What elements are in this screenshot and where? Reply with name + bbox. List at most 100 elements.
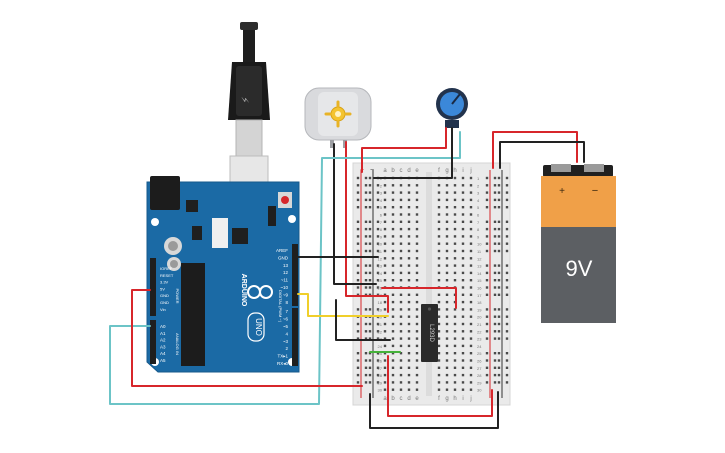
breadboard-hole[interactable] — [453, 279, 457, 282]
rail-hole[interactable] — [368, 373, 372, 377]
breadboard-hole[interactable] — [399, 220, 403, 223]
breadboard-hole[interactable] — [391, 388, 395, 391]
breadboard-hole[interactable] — [391, 337, 395, 340]
breadboard-hole[interactable] — [391, 293, 395, 296]
breadboard-hole[interactable] — [461, 352, 465, 355]
rail-hole[interactable] — [497, 330, 501, 333]
rail-hole[interactable] — [368, 184, 372, 187]
breadboard-hole[interactable] — [383, 337, 387, 340]
breadboard-hole[interactable] — [445, 220, 449, 223]
breadboard-hole[interactable] — [469, 344, 473, 348]
rail-hole[interactable] — [364, 176, 368, 180]
rail-hole[interactable] — [493, 286, 497, 289]
breadboard-hole[interactable] — [445, 322, 449, 326]
breadboard-hole[interactable] — [469, 271, 473, 275]
breadboard-hole[interactable] — [407, 235, 411, 238]
rail-hole[interactable] — [493, 381, 497, 384]
breadboard-hole[interactable] — [453, 308, 457, 311]
breadboard-hole[interactable] — [415, 227, 419, 231]
breadboard-hole[interactable] — [415, 300, 419, 304]
arduino-uno-board[interactable]: ARDUINO UNO DIGITAL (PWM ~) POWER ANALOG… — [146, 176, 300, 373]
rail-hole[interactable] — [497, 279, 501, 282]
breadboard-hole[interactable] — [453, 344, 457, 348]
rail-hole[interactable] — [368, 366, 372, 369]
rail-hole[interactable] — [368, 235, 372, 238]
breadboard-hole[interactable] — [445, 249, 449, 253]
rail-hole[interactable] — [356, 220, 360, 223]
breadboard-hole[interactable] — [415, 213, 419, 216]
rail-hole[interactable] — [485, 308, 489, 311]
breadboard-hole[interactable] — [461, 279, 465, 282]
rail-hole[interactable] — [497, 264, 501, 267]
breadboard-hole[interactable] — [383, 330, 387, 333]
breadboard-hole[interactable] — [383, 213, 387, 216]
rail-hole[interactable] — [368, 322, 372, 326]
breadboard-hole[interactable] — [461, 264, 465, 267]
rail-hole[interactable] — [356, 198, 360, 202]
breadboard-hole[interactable] — [437, 257, 441, 260]
breadboard-hole[interactable] — [461, 330, 465, 333]
breadboard-hole[interactable] — [461, 359, 465, 362]
rail-hole[interactable] — [376, 271, 380, 275]
rail-hole[interactable] — [368, 249, 372, 253]
breadboard-hole[interactable] — [415, 322, 419, 326]
rail-hole[interactable] — [505, 220, 509, 223]
breadboard-hole[interactable] — [399, 257, 403, 260]
breadboard-hole[interactable] — [445, 300, 449, 304]
breadboard-hole[interactable] — [453, 381, 457, 384]
rail-hole[interactable] — [493, 206, 497, 209]
breadboard-hole[interactable] — [391, 264, 395, 267]
breadboard-hole[interactable] — [453, 176, 457, 180]
breadboard-hole[interactable] — [453, 206, 457, 209]
breadboard-hole[interactable] — [469, 300, 473, 304]
rail-hole[interactable] — [376, 249, 380, 253]
breadboard-hole[interactable] — [437, 359, 441, 362]
breadboard-hole[interactable] — [461, 366, 465, 369]
rail-hole[interactable] — [376, 322, 380, 326]
breadboard-hole[interactable] — [461, 198, 465, 202]
breadboard-hole[interactable] — [469, 337, 473, 340]
rail-hole[interactable] — [485, 315, 489, 318]
rail-hole[interactable] — [493, 271, 497, 275]
breadboard-hole[interactable] — [453, 235, 457, 238]
rail-hole[interactable] — [505, 322, 509, 326]
rail-hole[interactable] — [493, 337, 497, 340]
rail-hole[interactable] — [505, 235, 509, 238]
rail-hole[interactable] — [368, 220, 372, 223]
rail-hole[interactable] — [376, 359, 380, 362]
breadboard-hole[interactable] — [445, 359, 449, 362]
breadboard-hole[interactable] — [437, 271, 441, 275]
rail-hole[interactable] — [505, 271, 509, 275]
breadboard-hole[interactable] — [445, 206, 449, 209]
breadboard-hole[interactable] — [453, 191, 457, 194]
breadboard-hole[interactable] — [399, 381, 403, 384]
breadboard-hole[interactable] — [391, 381, 395, 384]
rail-hole[interactable] — [364, 279, 368, 282]
rail-hole[interactable] — [505, 352, 509, 355]
rail-hole[interactable] — [364, 249, 368, 253]
rail-hole[interactable] — [376, 264, 380, 267]
breadboard-hole[interactable] — [383, 249, 387, 253]
breadboard-hole[interactable] — [469, 373, 473, 377]
rail-hole[interactable] — [364, 227, 368, 231]
breadboard-hole[interactable] — [453, 388, 457, 391]
breadboard-hole[interactable] — [437, 293, 441, 296]
rail-hole[interactable] — [493, 184, 497, 187]
rail-hole[interactable] — [356, 191, 360, 194]
rail-hole[interactable] — [356, 286, 360, 289]
breadboard-hole[interactable] — [469, 352, 473, 355]
breadboard-hole[interactable] — [383, 300, 387, 304]
rail-hole[interactable] — [364, 381, 368, 384]
rail-hole[interactable] — [368, 206, 372, 209]
rail-hole[interactable] — [376, 198, 380, 202]
breadboard-hole[interactable] — [415, 373, 419, 377]
breadboard-hole[interactable] — [469, 220, 473, 223]
breadboard-hole[interactable] — [437, 388, 441, 391]
rail-hole[interactable] — [485, 264, 489, 267]
breadboard-hole[interactable] — [445, 373, 449, 377]
wire-chip-red-bridge[interactable] — [381, 287, 457, 309]
rail-hole[interactable] — [485, 242, 489, 245]
rail-hole[interactable] — [493, 308, 497, 311]
rail-hole[interactable] — [505, 198, 509, 202]
breadboard-hole[interactable] — [391, 271, 395, 275]
